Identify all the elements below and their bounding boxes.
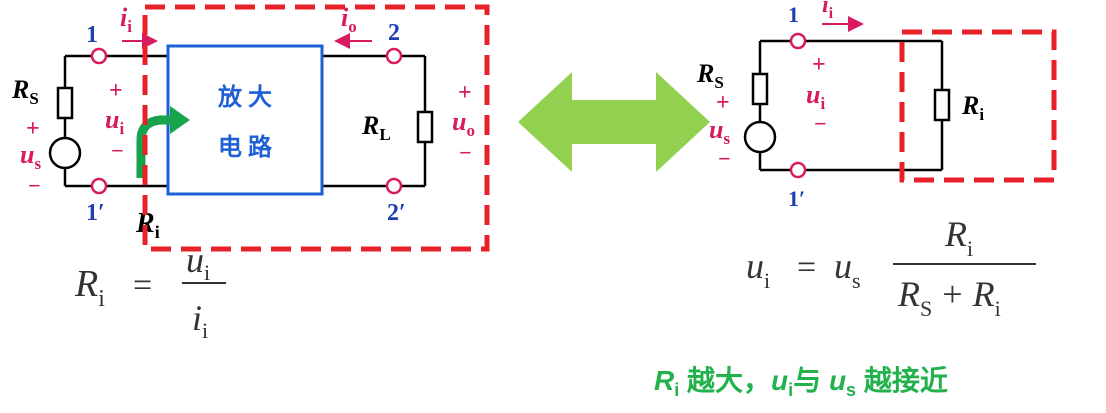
formula-ui: ui = us Ri RS+Ri (746, 214, 1036, 321)
amp-label-line1: 放大 (217, 83, 278, 111)
ui-plus-sign: + (109, 78, 123, 104)
io-label: io (341, 3, 357, 36)
terminal-2p-icon (385, 177, 403, 195)
left-circuit: 放大 电路 1 1′ 2 2′ ii io RS + us − + ui − R… (11, 3, 490, 252)
right-us-minus-sign: − (718, 146, 731, 171)
formula-ui-denominator: RS+Ri (897, 274, 1001, 321)
right-ri-resistor (933, 88, 951, 122)
rs-label: RS (11, 75, 39, 108)
formula-ri-lhs: Ri (74, 263, 105, 312)
right-circuit: 1 1′ ii RS + us − + ui − Ri (696, 0, 1057, 211)
left-wires (63, 54, 427, 188)
right-ui-label: ui (806, 80, 825, 113)
ui-minus-sign: − (111, 138, 124, 163)
right-us-plus-sign: + (716, 90, 730, 116)
formula-ri-denominator: ii (192, 298, 208, 343)
right-ui-plus-sign: + (812, 52, 826, 78)
right-terminal-1-icon (789, 32, 807, 50)
ri-label: Ri (135, 208, 160, 242)
uo-plus-sign: + (458, 80, 472, 106)
rl-label: RL (361, 111, 391, 144)
left-dashed-region (142, 4, 490, 252)
right-us-label: us (709, 115, 730, 148)
formula-ri-numerator: ui (186, 240, 210, 285)
right-us-source-icon (743, 120, 777, 154)
us-minus-sign: − (28, 173, 41, 198)
formula-ui-factor: us (834, 246, 861, 293)
rl-resistor (416, 110, 434, 144)
ii-label: ii (120, 3, 132, 36)
formula-ui-equals: = (797, 249, 816, 286)
double-arrow-icon (518, 72, 710, 172)
right-rs-resistor (751, 72, 769, 106)
terminal-2-label: 2 (388, 20, 400, 46)
conclusion-text: Ri 越大，ui与 us 越接近 (654, 365, 948, 400)
terminal-1p-label: 1′ (86, 200, 105, 226)
amplifier-box (166, 44, 324, 196)
formula-ri: Ri = ui ii (74, 240, 226, 343)
right-terminal-1-label: 1 (788, 2, 799, 27)
right-ui-minus-sign: − (814, 111, 827, 136)
right-terminal-1p-icon (789, 161, 807, 179)
uo-minus-sign: − (459, 140, 472, 165)
terminal-1-icon (90, 47, 108, 65)
ri-curved-arrow-icon (136, 106, 190, 178)
terminal-2p-label: 2′ (387, 200, 406, 226)
amp-label-line2: 电路 (218, 133, 278, 161)
right-ri-label: Ri (961, 91, 984, 124)
terminal-1p-icon (90, 177, 108, 195)
uo-label: uo (452, 107, 475, 140)
right-wires (758, 39, 944, 172)
us-plus-sign: + (26, 116, 40, 142)
us-source-icon (48, 136, 82, 170)
terminal-1-label: 1 (86, 22, 98, 48)
formula-ui-numerator: Ri (944, 214, 973, 261)
right-dashed-region (899, 29, 1057, 183)
us-label: us (20, 140, 41, 173)
formula-ri-equals: = (133, 267, 152, 304)
rs-resistor (56, 86, 74, 120)
terminal-2-icon (385, 47, 403, 65)
right-ii-label: ii (822, 0, 834, 22)
ui-label: ui (105, 105, 124, 138)
right-rs-label: RS (696, 59, 724, 92)
formula-ui-lhs: ui (746, 246, 770, 293)
right-terminal-1p-label: 1′ (788, 186, 805, 211)
